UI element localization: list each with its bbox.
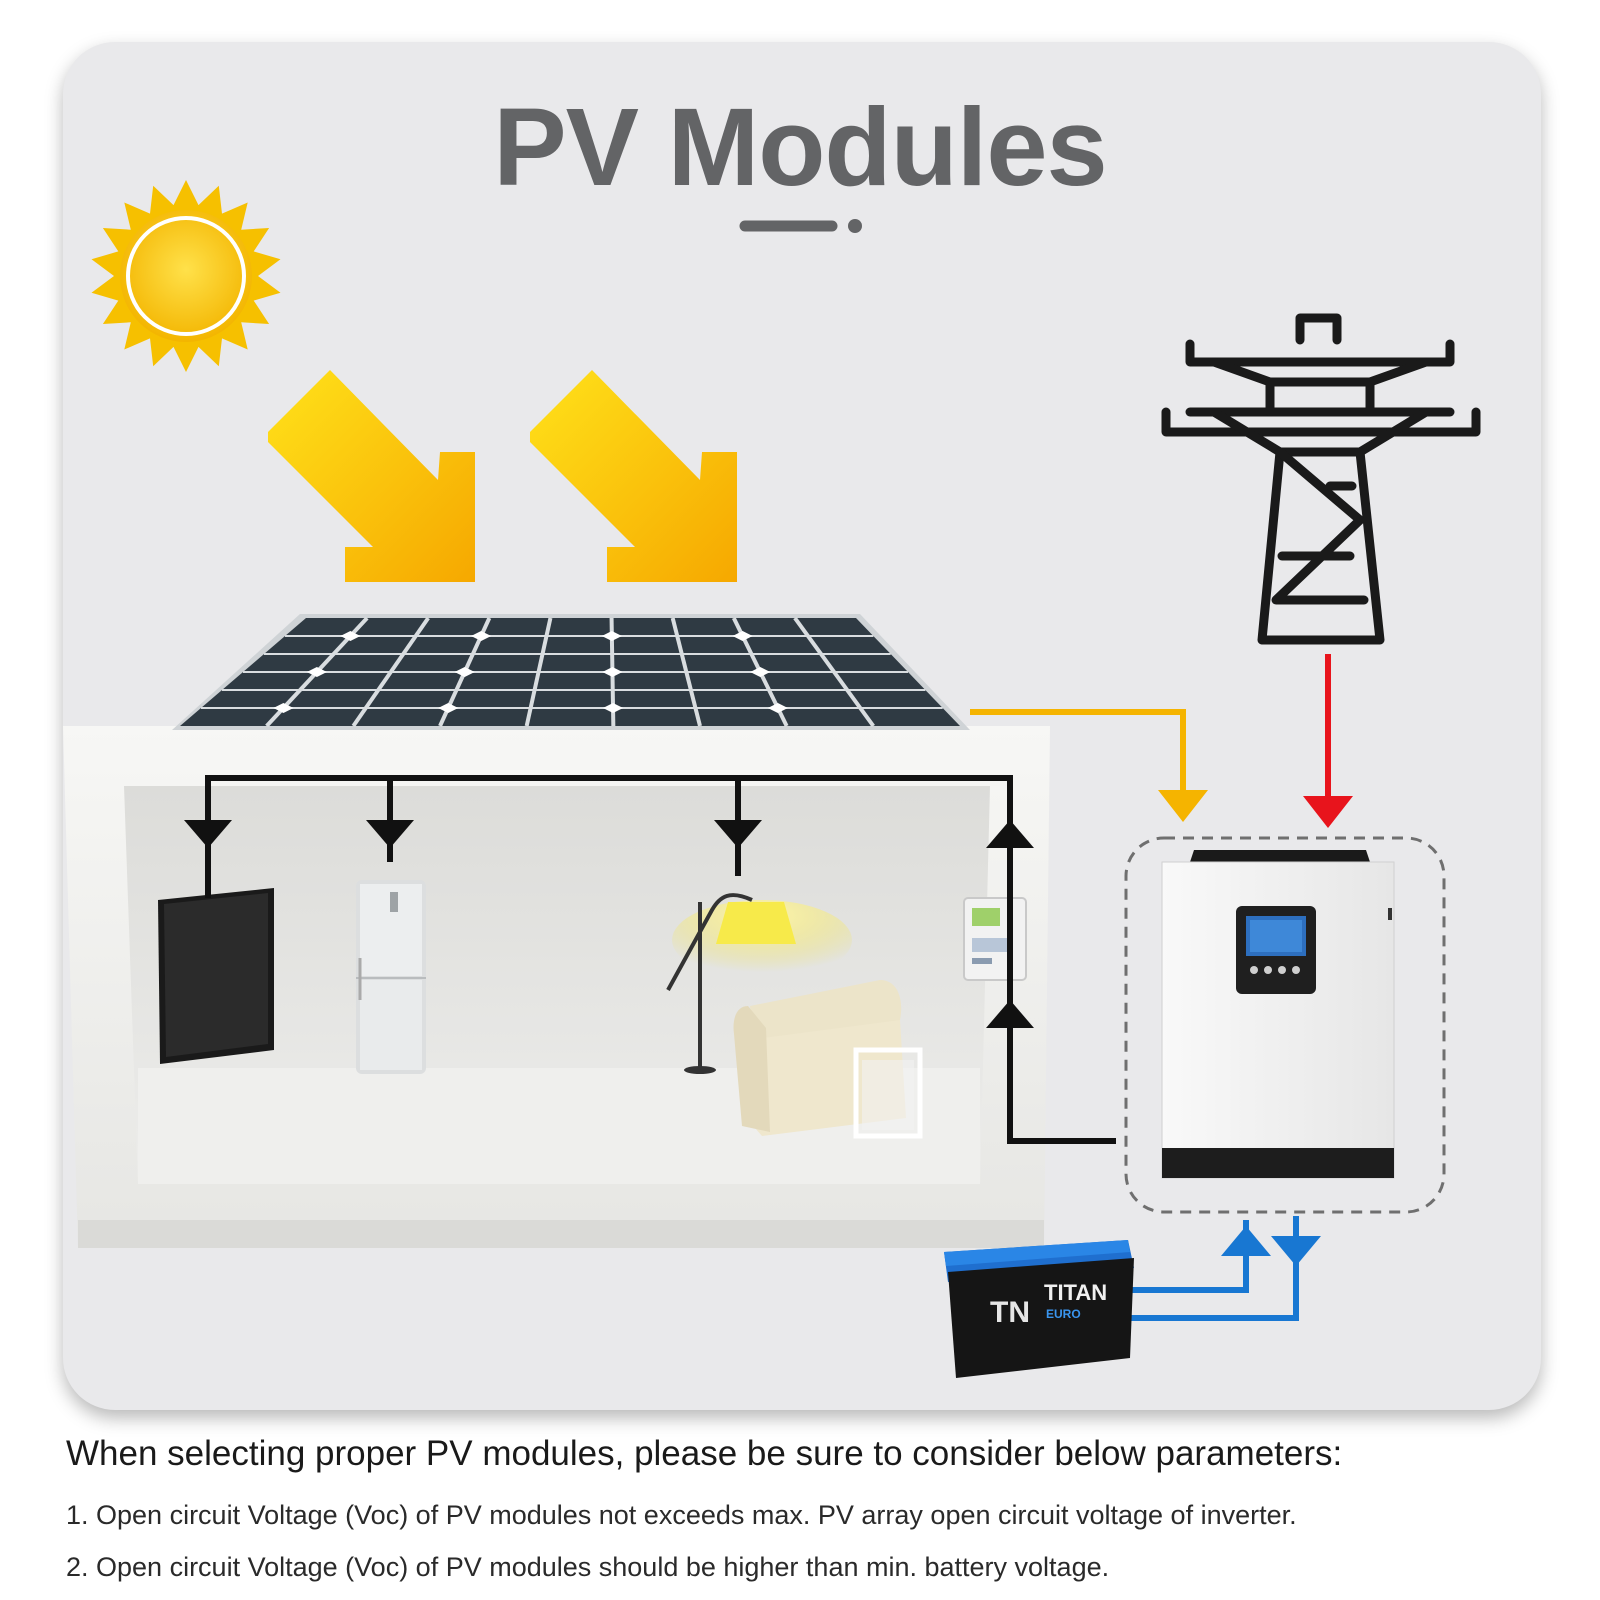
floor-lamp-icon <box>666 893 852 1074</box>
page-title: PV Modules <box>493 86 1107 209</box>
refrigerator-icon <box>356 880 426 1074</box>
sunlight-arrow-icon <box>268 370 737 582</box>
sun-icon <box>91 180 281 372</box>
pv-line <box>970 709 1208 822</box>
parameter-item-2: 2. Open circuit Voltage (Voc) of PV modu… <box>66 1552 1110 1582</box>
battery-lines <box>1130 1216 1321 1321</box>
battery-sub: EURO <box>1046 1307 1081 1321</box>
grid-line <box>1303 654 1353 828</box>
electric-meter-icon <box>963 897 1027 981</box>
sofa-icon <box>733 980 923 1139</box>
battery-icon: TN TITAN EURO <box>944 1240 1134 1378</box>
load-arrow-heads <box>184 820 1034 1028</box>
parameters-heading: When selecting proper PV modules, please… <box>66 1434 1343 1473</box>
battery-logo: TN <box>990 1296 1030 1329</box>
transmission-tower-icon <box>1161 313 1481 645</box>
title-underline <box>739 219 862 233</box>
system-diagram: TN TITAN EURO <box>63 180 1481 1378</box>
solar-panel-icon <box>172 614 970 730</box>
inverter-icon <box>1124 836 1446 1214</box>
tv-icon <box>158 888 274 1064</box>
battery-brand: TITAN <box>1044 1280 1107 1305</box>
parameter-item-1: 1. Open circuit Voltage (Voc) of PV modu… <box>66 1500 1297 1530</box>
